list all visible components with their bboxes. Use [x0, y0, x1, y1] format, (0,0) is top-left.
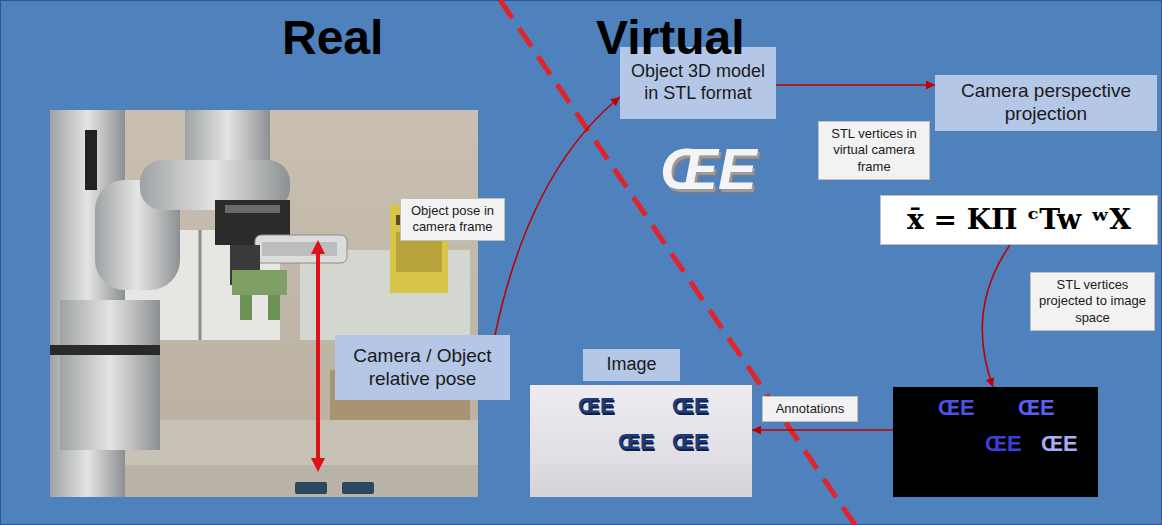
process-box: Camera / Object relative pose	[335, 335, 510, 400]
object-glyph: ŒE	[938, 397, 975, 419]
section-title: Virtual	[596, 14, 745, 62]
edge-label: STL vertices projected to image space	[1030, 272, 1155, 331]
flow-arrow	[982, 245, 1010, 387]
object-glyph: ŒE	[618, 431, 655, 453]
edge-label: Object pose in camera frame	[400, 198, 505, 241]
object-glyph: ŒE	[985, 433, 1022, 455]
stl-model-render: ŒE	[660, 140, 757, 198]
flow-arrow	[752, 429, 893, 431]
node-text: Camera perspective projection	[941, 80, 1151, 126]
edge-label: Annotations	[762, 396, 858, 422]
node-text: Camera / Object relative pose	[341, 345, 504, 391]
flow-arrow	[495, 97, 620, 335]
object-glyph: ŒE	[672, 431, 709, 453]
projection-image: ŒE ŒE ŒE ŒE	[893, 387, 1098, 497]
distance-arrow	[311, 240, 325, 472]
image-heading: Image	[583, 349, 680, 381]
node-text: x̄ = KΠ ᶜTw ʷX	[907, 203, 1131, 237]
node-text: Object 3D model in STL format	[626, 61, 770, 104]
object-glyph: ŒE	[1018, 397, 1055, 419]
object-glyph: ŒE	[672, 395, 709, 417]
flow-arrow	[776, 84, 935, 86]
annotated-image: ŒEŒEŒEŒE	[530, 385, 752, 497]
process-box: Camera perspective projection	[935, 75, 1157, 131]
edge-label: STL vertices in virtual camera frame	[818, 121, 930, 180]
real-virtual-divider	[500, 0, 855, 525]
section-title: Real	[282, 14, 383, 62]
object-glyph: ŒE	[578, 395, 615, 417]
equation-box: x̄ = KΠ ᶜTw ʷX	[880, 195, 1158, 245]
robot-photo	[50, 110, 478, 497]
node-text: Image	[606, 354, 656, 376]
object-glyph: ŒE	[1041, 433, 1078, 455]
